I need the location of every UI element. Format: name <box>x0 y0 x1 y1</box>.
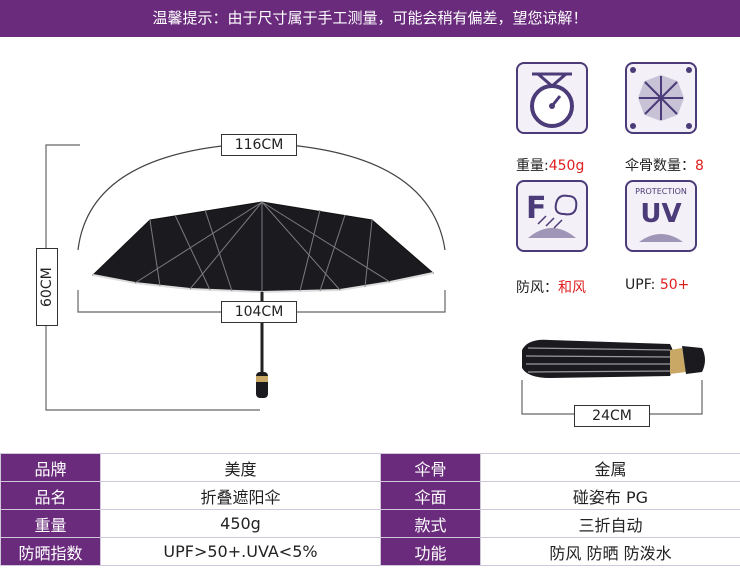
weight-spec: 重量:450g <box>516 158 585 174</box>
width-open-label: 116CM <box>221 134 297 156</box>
open-umbrella-diagram <box>45 142 446 411</box>
ribs-spec: 伞骨数量：8 <box>625 158 704 174</box>
spec-value: 美度 <box>100 453 381 482</box>
spec-key: 伞骨 <box>380 453 481 482</box>
spec-key: 品牌 <box>0 453 101 482</box>
table-row: 品牌 美度 伞骨 金属 <box>0 453 740 482</box>
spec-value: 金属 <box>480 453 740 482</box>
spec-value: 碰姿布 PG <box>480 481 740 510</box>
spec-key: 重量 <box>0 509 101 538</box>
spec-value: 防风 防晒 防泼水 <box>480 537 740 566</box>
uv-spec: UPF: 50+ <box>625 277 690 293</box>
umbrella-ribs-icon <box>625 62 697 134</box>
folded-length-label: 24CM <box>574 405 650 427</box>
spec-key: 品名 <box>0 481 101 510</box>
table-row: 重量 450g 款式 三折自动 <box>0 509 740 538</box>
spec-value: UPF>50+.UVA<5% <box>100 537 381 566</box>
uv-badge-top: PROTECTION <box>635 187 687 196</box>
windproof-icon: F <box>516 180 588 252</box>
scale-icon <box>516 62 588 134</box>
uv-protection-icon: PROTECTION UV <box>625 180 697 252</box>
spec-value: 三折自动 <box>480 509 740 538</box>
spec-key: 伞面 <box>380 481 481 510</box>
uv-badge-main: UV <box>640 199 681 229</box>
product-specs-table: 品牌 美度 伞骨 金属 品名 折叠遮阳伞 伞面 碰姿布 PG 重量 450g 款… <box>0 453 740 566</box>
canopy-width-label: 104CM <box>221 301 297 323</box>
spec-value: 450g <box>100 509 381 538</box>
height-label: 60CM <box>36 248 58 326</box>
folded-umbrella-diagram <box>521 339 705 415</box>
spec-value: 折叠遮阳伞 <box>100 481 381 510</box>
windproof-spec: 防风：和风 <box>516 280 586 296</box>
spec-key: 防晒指数 <box>0 537 101 566</box>
notice-banner: 温馨提示：由于尺寸属于手工测量，可能会稍有偏差，望您谅解！ <box>0 0 740 37</box>
spec-key: 款式 <box>380 509 481 538</box>
table-row: 品名 折叠遮阳伞 伞面 碰姿布 PG <box>0 481 740 510</box>
spec-key: 功能 <box>380 537 481 566</box>
svg-text:F: F <box>526 191 547 226</box>
table-row: 防晒指数 UPF>50+.UVA<5% 功能 防风 防晒 防泼水 <box>0 537 740 566</box>
